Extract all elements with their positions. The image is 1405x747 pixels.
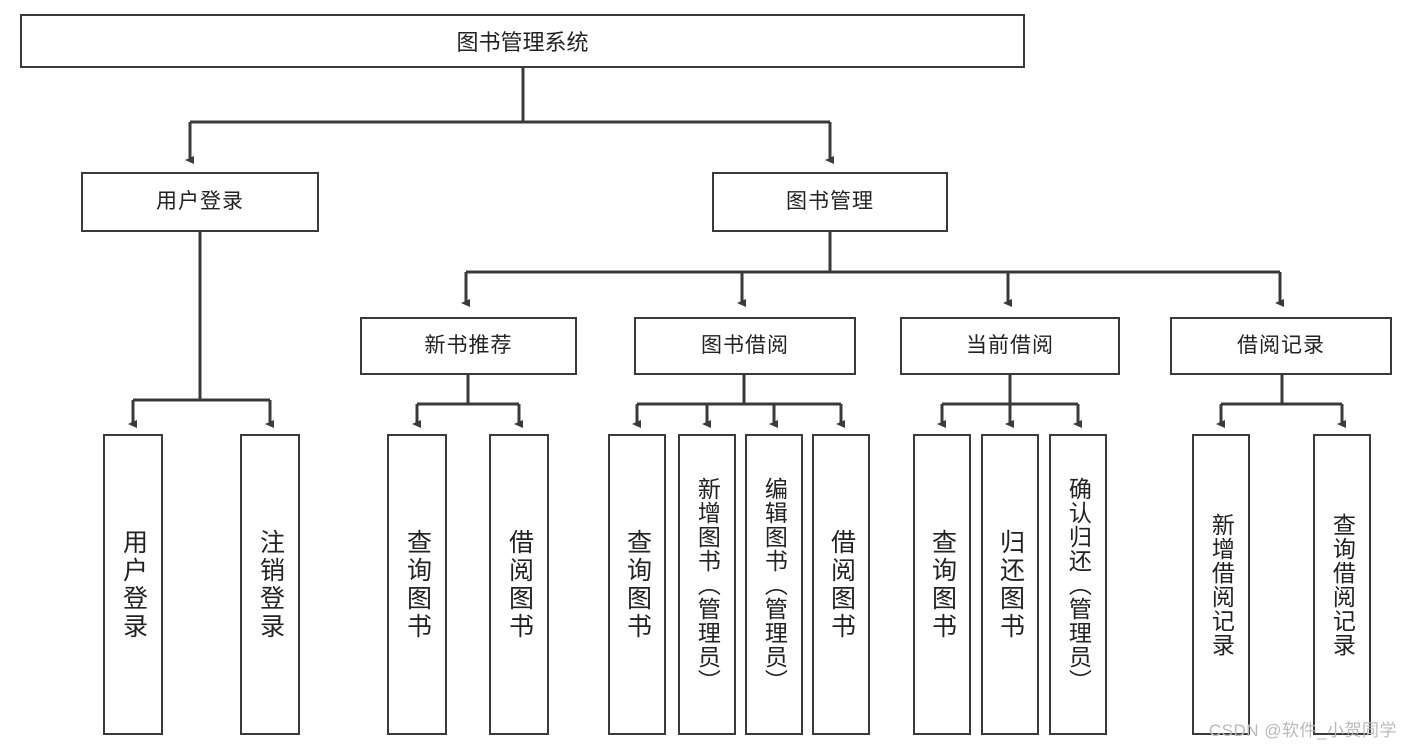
leaf-user-login-signin[interactable]: 用户登录 xyxy=(103,434,163,735)
leaf-label: 归还图书 xyxy=(996,528,1025,641)
leaf-borrow-record-add[interactable]: 新增借阅记录 xyxy=(1192,434,1250,735)
leaf-current-borrow-query[interactable]: 查询图书 xyxy=(913,434,971,735)
leaf-current-borrow-confirm-admin[interactable]: 确认归还（管理员） xyxy=(1049,434,1107,735)
node-book-borrow-label: 图书借阅 xyxy=(701,334,789,358)
leaf-label: 编辑图书（管理员） xyxy=(761,476,788,693)
node-current-borrow-label: 当前借阅 xyxy=(966,334,1054,358)
node-book-borrow[interactable]: 图书借阅 xyxy=(634,317,856,375)
node-root-label: 图书管理系统 xyxy=(456,30,589,55)
leaf-label: 注销登录 xyxy=(256,528,285,641)
node-book-management-label: 图书管理 xyxy=(786,190,874,214)
leaf-label: 用户登录 xyxy=(119,528,148,641)
leaf-borrow-record-query[interactable]: 查询借阅记录 xyxy=(1313,434,1371,735)
leaf-label: 新增借阅记录 xyxy=(1208,512,1235,657)
leaf-label: 查询借阅记录 xyxy=(1329,512,1356,657)
node-root-system[interactable]: 图书管理系统 xyxy=(20,14,1025,68)
leaf-label: 借阅图书 xyxy=(827,528,856,641)
node-new-book-recommend-label: 新书推荐 xyxy=(424,334,513,358)
leaf-new-book-borrow[interactable]: 借阅图书 xyxy=(489,434,549,735)
node-user-login[interactable]: 用户登录 xyxy=(81,172,319,232)
leaf-book-borrow-edit-admin[interactable]: 编辑图书（管理员） xyxy=(745,434,803,735)
node-borrow-record-label: 借阅记录 xyxy=(1237,334,1325,358)
leaf-book-borrow-borrow[interactable]: 借阅图书 xyxy=(812,434,870,735)
node-new-book-recommend[interactable]: 新书推荐 xyxy=(360,317,577,375)
watermark-text: CSDN @软件_小贺同学 xyxy=(1208,721,1397,740)
leaf-label: 确认归还（管理员） xyxy=(1065,476,1092,693)
leaf-book-borrow-query[interactable]: 查询图书 xyxy=(608,434,666,735)
leaf-label: 新增图书（管理员） xyxy=(694,476,721,693)
leaf-new-book-query[interactable]: 查询图书 xyxy=(387,434,447,735)
leaf-label: 借阅图书 xyxy=(505,528,534,641)
leaf-current-borrow-return[interactable]: 归还图书 xyxy=(981,434,1039,735)
node-user-login-label: 用户登录 xyxy=(156,190,244,214)
leaf-label: 查询图书 xyxy=(623,528,652,641)
leaf-book-borrow-add-admin[interactable]: 新增图书（管理员） xyxy=(678,434,736,735)
node-current-borrow[interactable]: 当前借阅 xyxy=(900,317,1120,375)
leaf-user-login-signout[interactable]: 注销登录 xyxy=(240,434,300,735)
leaf-label: 查询图书 xyxy=(928,528,957,641)
node-book-management[interactable]: 图书管理 xyxy=(712,172,948,232)
node-borrow-record[interactable]: 借阅记录 xyxy=(1170,317,1392,375)
leaf-label: 查询图书 xyxy=(403,528,432,641)
